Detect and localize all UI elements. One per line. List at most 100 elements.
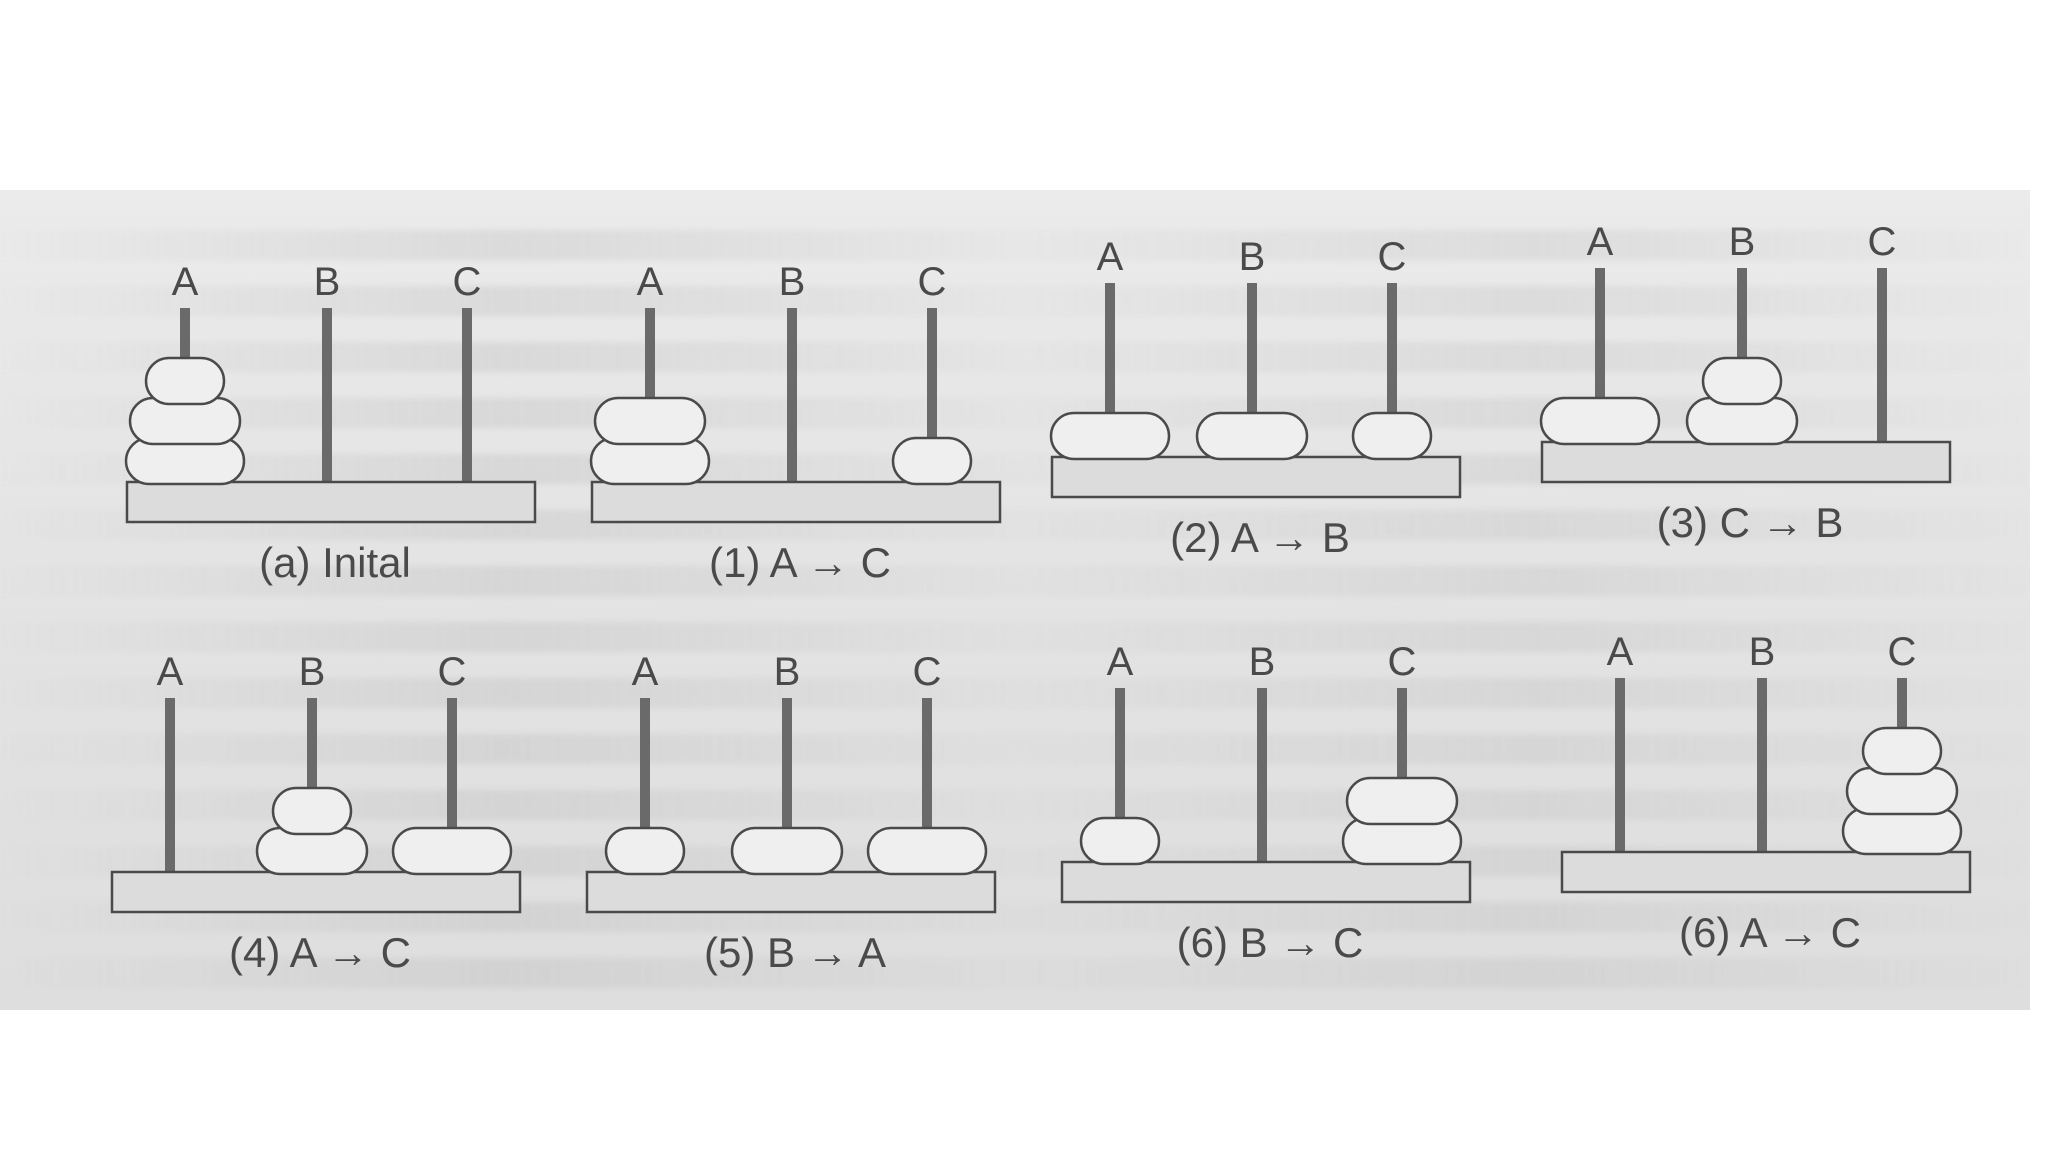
disk-size-1	[604, 826, 686, 876]
peg-c	[922, 698, 932, 872]
peg-c	[1877, 268, 1887, 442]
hanoi-drawing	[1060, 688, 1472, 904]
bleed-through-text	[0, 190, 2030, 1010]
peg-label-b: B	[1748, 630, 1776, 674]
peg-label-a: A	[1096, 235, 1124, 279]
peg-a	[1115, 688, 1125, 862]
hanoi-drawing	[1539, 268, 1952, 484]
peg-label-b: B	[298, 650, 326, 694]
peg-label-b: B	[773, 650, 801, 694]
panel-caption: (4) A → C	[228, 929, 412, 976]
disk-size-2	[1195, 411, 1309, 461]
panel-caption: (1) A → C	[708, 539, 892, 586]
tower-base	[1540, 440, 1952, 484]
peg-label-a: A	[1586, 220, 1614, 264]
peg-b	[782, 698, 792, 872]
bleed-through-line	[0, 286, 2030, 316]
hanoi-drawing	[589, 308, 1002, 524]
peg-label-c: C	[912, 650, 942, 694]
tower-base	[585, 870, 997, 914]
panel-caption: (6) B → C	[1176, 919, 1364, 966]
disk-size-1	[1079, 816, 1161, 866]
peg-a	[1615, 678, 1625, 852]
hanoi-panel: A B C (3) C → B	[1530, 220, 1990, 550]
peg-label-c: C	[917, 260, 947, 304]
peg-b	[1247, 283, 1257, 457]
disk-size-3	[1539, 396, 1661, 446]
panel-caption: (5) B → A	[703, 929, 887, 976]
peg-a	[645, 308, 655, 482]
hanoi-panel: A B C (6) A → C	[1550, 630, 2010, 960]
peg-label-a: A	[631, 650, 659, 694]
bleed-through-line	[0, 342, 2030, 372]
peg-b	[1737, 268, 1747, 442]
bleed-through-line	[0, 678, 2030, 708]
peg-label-c: C	[1887, 630, 1917, 674]
bleed-through-line	[0, 734, 2030, 764]
disk-size-1	[1351, 411, 1433, 461]
peg-label-b: B	[778, 260, 806, 304]
tower-base	[590, 480, 1002, 524]
panel-caption: (6) A → C	[1678, 909, 1862, 956]
peg-b	[322, 308, 332, 482]
panel-caption: (2) A → B	[1170, 514, 1350, 561]
hanoi-drawing	[110, 698, 522, 914]
disk-size-1	[891, 436, 973, 486]
disk-size-3	[866, 826, 988, 876]
hanoi-panel: A B C (1) A → C	[580, 260, 1040, 590]
peg-b	[307, 698, 317, 872]
tower-base	[1560, 850, 1972, 894]
peg-c	[1387, 283, 1397, 457]
peg-b	[1757, 678, 1767, 852]
peg-label-c: C	[437, 650, 467, 694]
tower-base	[1060, 860, 1472, 904]
disk-size-1	[1701, 356, 1783, 406]
tower-base	[125, 480, 537, 524]
peg-label-b: B	[313, 260, 341, 304]
hanoi-drawing	[1560, 678, 1972, 894]
peg-a	[165, 698, 175, 872]
disk-size-1	[144, 356, 226, 406]
peg-label-a: A	[1606, 630, 1634, 674]
hanoi-panel: A B C (6) B → C	[1050, 640, 1510, 970]
disk-size-3	[1049, 411, 1171, 461]
peg-label-b: B	[1728, 220, 1756, 264]
bleed-through-line	[0, 230, 2030, 260]
hanoi-panel: A B C (4) A → C	[100, 650, 560, 980]
peg-a	[1105, 283, 1115, 457]
peg-label-c: C	[1387, 640, 1417, 684]
peg-label-a: A	[156, 650, 184, 694]
tower-base	[1050, 455, 1462, 499]
peg-label-b: B	[1248, 640, 1276, 684]
peg-c	[447, 698, 457, 872]
hanoi-drawing	[124, 308, 537, 524]
peg-label-c: C	[1867, 220, 1897, 264]
peg-label-a: A	[1106, 640, 1134, 684]
bleed-through-line	[0, 622, 2030, 652]
peg-c	[462, 308, 472, 482]
disk-size-1	[271, 786, 353, 836]
peg-label-a: A	[171, 260, 199, 304]
peg-label-c: C	[452, 260, 482, 304]
peg-c	[927, 308, 937, 482]
hanoi-panel: A B C (a) Inital	[115, 260, 575, 590]
peg-a	[640, 698, 650, 872]
panel-caption: (3) C → B	[1656, 499, 1844, 546]
disk-size-2	[1345, 776, 1459, 826]
disk-size-2	[730, 826, 844, 876]
disk-size-1	[1861, 726, 1943, 776]
panel-caption: (a) Inital	[259, 539, 411, 586]
tower-base	[110, 870, 522, 914]
disk-size-3	[391, 826, 513, 876]
peg-b	[787, 308, 797, 482]
peg-label-c: C	[1377, 235, 1407, 279]
bleed-through-line	[0, 566, 2030, 596]
hanoi-panel: A B C (5) B → A	[575, 650, 1035, 980]
disk-size-2	[593, 396, 707, 446]
peg-b	[1257, 688, 1267, 862]
hanoi-drawing	[1049, 283, 1462, 499]
peg-label-a: A	[636, 260, 664, 304]
peg-c	[1397, 688, 1407, 862]
